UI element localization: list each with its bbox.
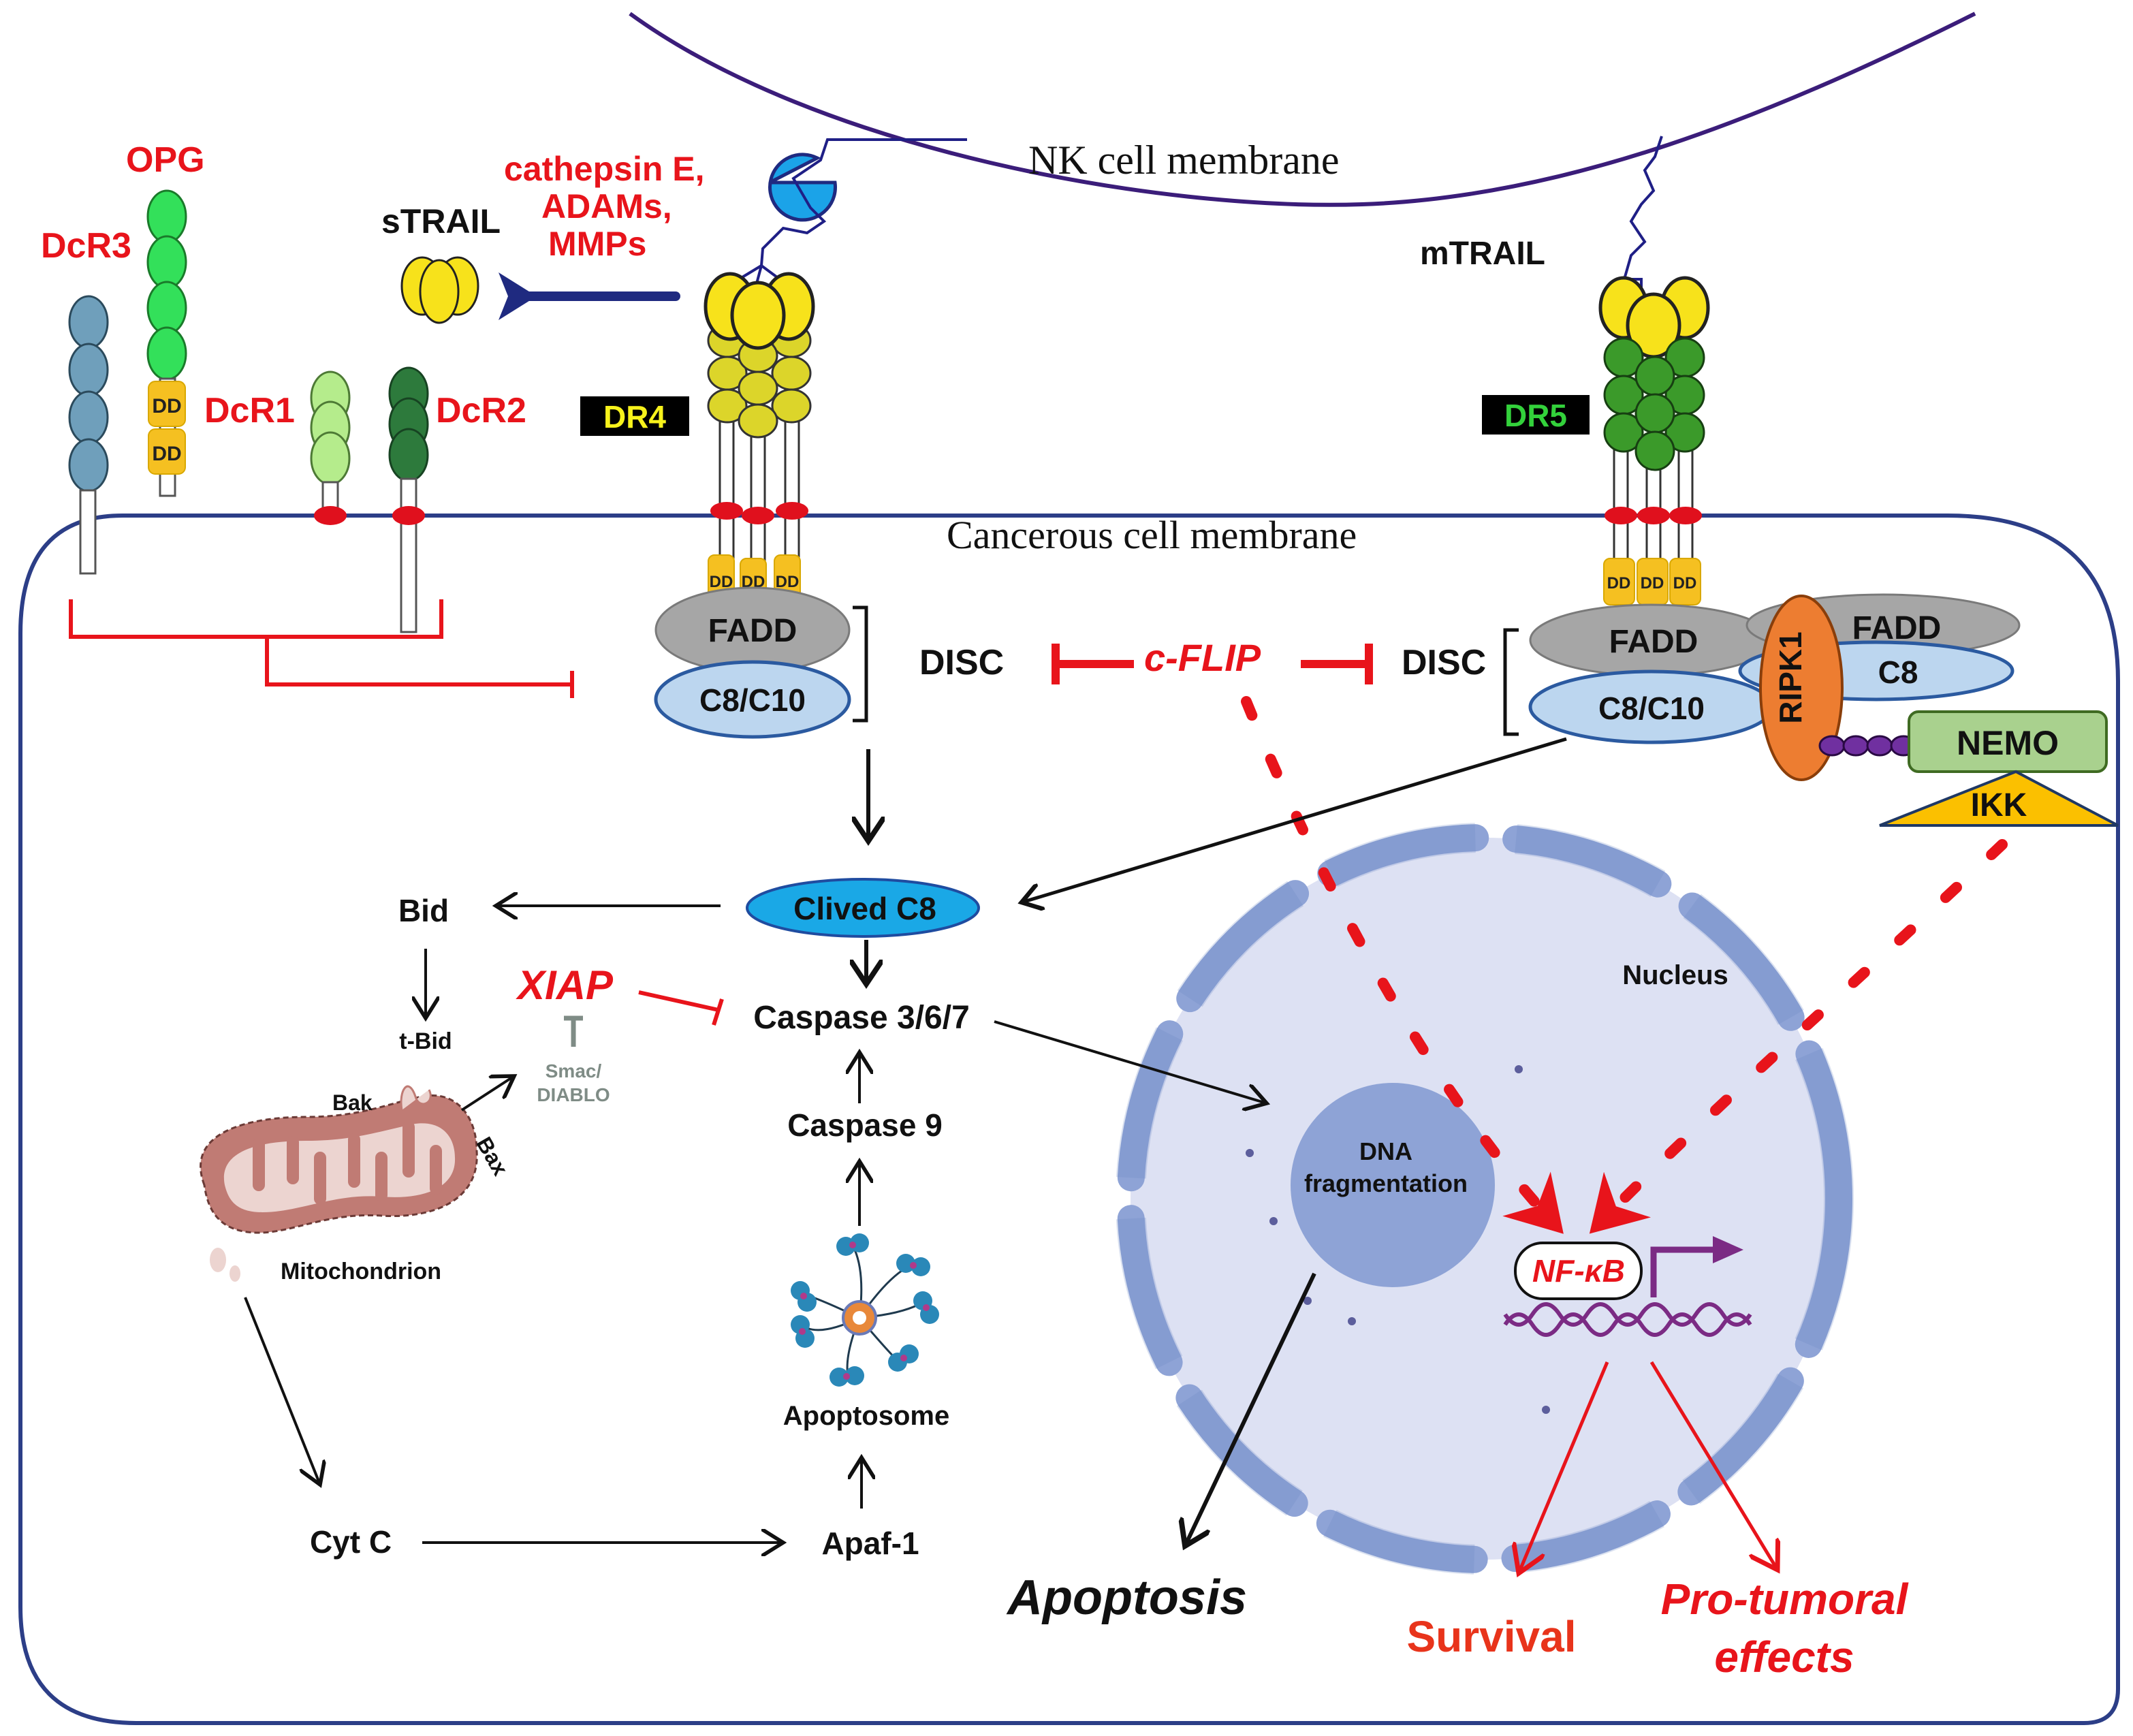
dr5-receptor-complex: DD DD DD <box>1598 276 1710 605</box>
nfkb-complex <box>1503 1236 1752 1337</box>
mito-to-cytc-arrow <box>244 1297 320 1485</box>
dna-helix-icon <box>1503 1302 1752 1327</box>
svg-text:C8/C10: C8/C10 <box>699 682 806 718</box>
svg-text:DR5: DR5 <box>1504 398 1567 433</box>
nfkb-to-protumoral-arrow <box>1649 1361 1778 1570</box>
right-disc: DISC FADD C8/C10 <box>1402 603 1775 744</box>
dcr3-label: DcR3 <box>41 226 131 266</box>
nfkb-label: NF-κB <box>1532 1253 1625 1289</box>
nfkb-to-survival-arrow <box>1519 1361 1609 1573</box>
nemo <box>1908 710 2108 773</box>
complex-ii: FADD C8 RIPK1 NEMO IKK <box>1738 593 2119 827</box>
protumoral-label-2: effects <box>1714 1632 1854 1682</box>
cleaved-c8-label: Clived C8 <box>793 891 936 926</box>
ripk1 <box>1759 595 1844 781</box>
svg-text:C8/C10: C8/C10 <box>1598 691 1705 726</box>
dcr2-receptor <box>388 366 429 633</box>
cytc-label: Cyt C <box>310 1524 392 1560</box>
dr5-badge: DR5 <box>1482 395 1590 435</box>
c-flip-label: c-FLIP <box>1144 636 1261 679</box>
caspase-eff-label: Caspase 3/6/7 <box>753 1000 970 1036</box>
xiap-inhibits-caspase <box>638 990 724 1026</box>
ubiquitin-chain <box>1818 735 1917 757</box>
caspase-to-dna-arrow <box>994 1020 1267 1103</box>
dna-fragmentation-body <box>1291 1083 1495 1287</box>
left-c8-c10 <box>654 660 851 739</box>
bid-label: Bid <box>398 893 449 928</box>
cancer-membrane-label: Cancerous cell membrane <box>947 513 1357 557</box>
svg-text:C8: C8 <box>1878 654 1918 690</box>
svg-text:FADD: FADD <box>708 613 797 649</box>
right-disc-to-c8-arrow <box>1022 737 1567 902</box>
svg-text:FADD: FADD <box>1609 624 1698 660</box>
ikk <box>1879 770 2119 827</box>
svg-text:RIPK1: RIPK1 <box>1773 631 1808 723</box>
protease-label-3: MMPs <box>548 225 646 263</box>
mito-to-smac-arrow <box>460 1076 514 1111</box>
opg-death-domain-2 <box>148 428 186 475</box>
apoptosis-label: Apoptosis <box>1006 1571 1247 1625</box>
smac-label-1: Smac/ <box>546 1060 602 1082</box>
strail-label: sTRAIL <box>381 202 501 240</box>
svg-text:DISC: DISC <box>1402 643 1486 682</box>
svg-text:DD: DD <box>776 573 800 591</box>
bax-label: Bax <box>472 1133 514 1180</box>
dcr1-label: DcR1 <box>204 391 295 430</box>
svg-text:FADD: FADD <box>1852 610 1942 646</box>
decoy-inhibition-bracket <box>69 599 574 698</box>
mitochondrion-label: Mitochondrion <box>281 1259 441 1284</box>
nk-cell-membrane <box>629 12 1976 207</box>
c-flip-inhibition <box>1052 644 1373 684</box>
left-disc: FADD C8/C10 DISC <box>654 586 1004 739</box>
opg-death-domain-1 <box>148 381 186 427</box>
opg-label: OPG <box>126 140 205 180</box>
apaf1-label: Apaf-1 <box>821 1526 919 1561</box>
smac-label-2: DIABLO <box>537 1084 610 1105</box>
apoptosome-icon <box>791 1233 939 1387</box>
nucleus-label: Nucleus <box>1622 960 1728 990</box>
xiap-label: XIAP <box>516 962 614 1008</box>
protumoral-label-1: Pro-tumoral <box>1661 1575 1909 1624</box>
cflip-to-nfkb-dashed-arrow <box>1241 696 1564 1234</box>
dcr2-label: DcR2 <box>436 391 526 430</box>
bak-label: Bak <box>332 1090 373 1115</box>
svg-text:NEMO: NEMO <box>1957 724 2059 762</box>
dcr1-receptor <box>310 370 351 525</box>
mitochondrion-icon <box>200 1085 478 1282</box>
strail-trimer <box>400 256 479 324</box>
protease-label-2: ADAMs, <box>541 187 672 225</box>
apoptosome-label: Apoptosome <box>783 1401 949 1431</box>
dna-to-apoptosis-arrow <box>1185 1272 1316 1546</box>
protease-pacman-icon <box>768 153 837 222</box>
cancer-cell-membrane <box>18 514 2120 1725</box>
opg-receptor: DD DD <box>146 189 187 497</box>
dr4-trail-tether <box>738 138 967 287</box>
svg-text:DD: DD <box>152 443 181 465</box>
dr4-receptor-complex: DD DD DD <box>704 272 815 603</box>
survival-label: Survival <box>1406 1612 1576 1661</box>
nk-membrane-label: NK cell membrane <box>1028 138 1339 183</box>
cleaved-c8 <box>746 878 980 938</box>
caspase9-label: Caspase 9 <box>787 1107 943 1143</box>
protease-label-1: cathepsin E, <box>504 150 705 188</box>
dcr3-receptor <box>68 295 109 575</box>
nucleus <box>1116 823 1854 1575</box>
svg-text:DR4: DR4 <box>603 399 666 435</box>
svg-text:DD: DD <box>1607 574 1631 593</box>
smac-inhibits-xiap <box>564 1015 583 1047</box>
svg-text:DISC: DISC <box>919 643 1004 682</box>
ikk-to-nfkb-dashed-arrow <box>1589 839 2008 1234</box>
svg-text:IKK: IKK <box>1971 787 2027 823</box>
tbid-label: t-Bid <box>399 1028 452 1054</box>
dna-label-1: DNA <box>1359 1137 1412 1165</box>
svg-text:DD: DD <box>1641 574 1664 593</box>
svg-text:DD: DD <box>152 395 181 417</box>
dr4-badge: DR4 <box>580 396 689 436</box>
dna-label-2: fragmentation <box>1304 1169 1468 1197</box>
svg-text:DD: DD <box>1673 574 1697 593</box>
transcription-arrow-icon <box>1650 1246 1716 1297</box>
mtrail-label: mTRAIL <box>1420 236 1545 272</box>
